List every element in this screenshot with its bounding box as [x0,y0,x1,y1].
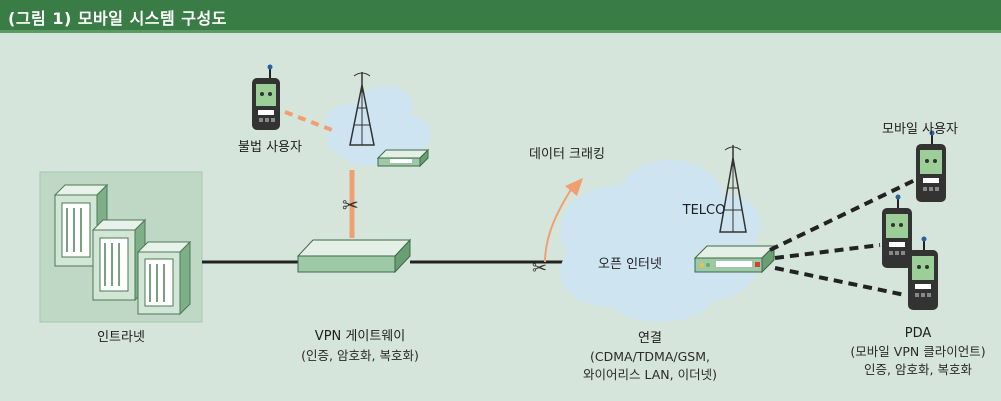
header-bar: (그림 1) 모바일 시스템 구성도 [0,0,1001,30]
mobile-phone-icon [882,194,912,268]
server-icon [136,240,192,316]
antenna-tower-icon [349,72,375,146]
internet-cloud [560,160,760,322]
wireless-link [774,243,881,260]
telco-tower-icon [719,145,747,233]
connection-sublabel: (CDMA/TDMA/GSM, [590,349,710,364]
illegal-user-phone [252,64,280,130]
wireless-link [774,266,906,297]
arrow-head-icon [565,178,583,196]
vpn-gateway-device [296,238,412,274]
data-cracking-label: 데이터 크래킹 [529,147,605,162]
illegal-user-label: 불법 사용자 [238,140,302,155]
scissors-icon: ✂ [342,193,359,217]
pda-label: PDA [904,326,932,341]
small-cloud [325,86,431,166]
header-rule [0,30,1001,33]
pda-sublabel: 인증, 암호화, 복호화 [864,362,972,377]
diagram-canvas: ✂ [39,64,946,323]
mobile-user-label: 모바일 사용자 [882,122,958,137]
mobile-phone-icon [908,236,938,310]
server-icon [91,218,147,302]
connection-sublabel: 와이어리스 LAN, 이더넷) [583,367,717,382]
intrusion-link [284,110,333,132]
pda-sublabel: (모바일 VPN 클라이언트) [850,344,986,359]
vpn-gateway-sublabel: (인증, 암호화, 복호화) [301,348,419,363]
figure-title: (그림 1) 모바일 시스템 구성도 [8,9,227,28]
vpn-gateway-label: VPN 게이트웨이 [314,329,406,344]
open-internet-label: 오픈 인터넷 [598,257,662,272]
router-device [376,148,430,168]
wireless-link [769,178,916,252]
telco-label: TELCO [682,203,726,218]
cracking-arrow [544,187,573,263]
connection-label: 연결 [638,331,662,346]
mobile-phone-icon [916,130,946,202]
telco-router-device [693,244,776,274]
scissors-icon: ✂ [532,258,547,279]
intranet-label: 인트라넷 [97,330,145,345]
